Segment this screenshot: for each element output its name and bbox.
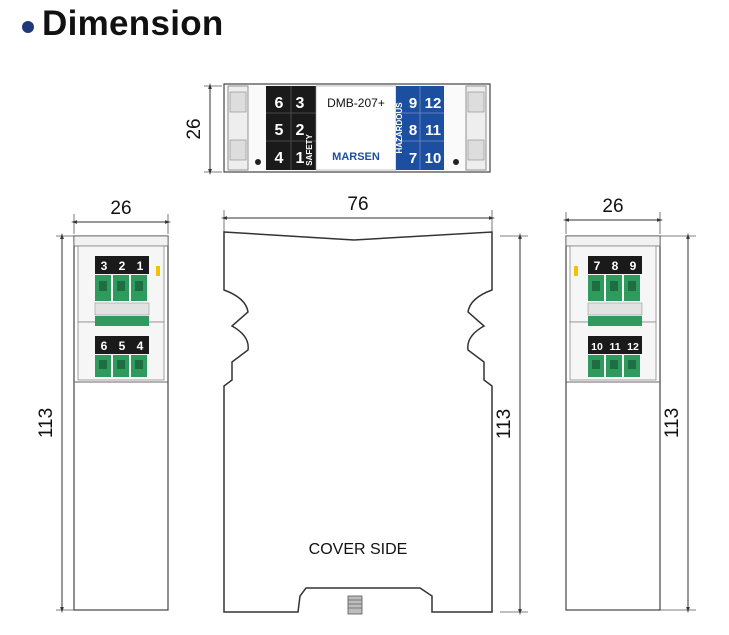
top-height-label: 26: [184, 118, 205, 139]
top-screw-left: [255, 159, 261, 165]
page-title: Dimension: [22, 2, 224, 46]
cover-outline: [223, 231, 493, 613]
hazardous-terminal-12: 12: [425, 95, 442, 112]
safety-terminal-4: 4: [275, 150, 284, 167]
hazardous-terminal-11: 11: [425, 122, 441, 139]
left-terminal-6: 6: [101, 339, 108, 353]
left-terminal-5: 5: [119, 339, 126, 353]
right-side-view: 26 113 7 8 9 10: [563, 196, 696, 613]
safety-terminal-1: 1: [296, 150, 305, 167]
left-terminal-2: 2: [119, 259, 126, 273]
top-screw-right: [453, 159, 459, 165]
title-text: Dimension: [42, 4, 224, 43]
hazardous-terminal-7: 7: [409, 150, 417, 167]
left-terminal-4: 4: [137, 339, 144, 353]
right-terminal-11: 11: [609, 341, 620, 353]
left-upper-terminals: 3 2 1: [94, 256, 150, 316]
top-view: 26 6 3 5 2 4 1 SAFETY DMB-207+ MARSEN: [184, 83, 491, 175]
safety-terminal-5: 5: [275, 122, 284, 139]
left-side-view: 26 113 3 2 1 6: [36, 198, 171, 613]
hazardous-terminal-8: 8: [409, 122, 417, 139]
left-lower-terminals: 6 5 4: [95, 316, 149, 377]
right-upper-terminals: 7 8 9: [587, 256, 643, 316]
bullet-icon: [22, 21, 34, 33]
right-terminal-9: 9: [630, 259, 637, 273]
din-clip: [347, 595, 363, 615]
left-width-label: 26: [110, 198, 131, 219]
left-terminal-1: 1: [137, 259, 144, 273]
left-height-label: 113: [36, 408, 57, 438]
brand-label: MARSEN: [332, 151, 380, 163]
left-terminal-3: 3: [101, 259, 108, 273]
safety-terminal-2: 2: [296, 122, 305, 139]
right-height-label: 113: [662, 408, 683, 438]
cover-height-label: 113: [494, 409, 515, 439]
right-terminal-7: 7: [594, 259, 601, 273]
right-terminal-8: 8: [612, 259, 619, 273]
right-width-label: 26: [602, 196, 623, 217]
top-label-panel: [315, 85, 397, 171]
right-lower-terminals: 10 11 12: [588, 316, 642, 377]
safety-terminal-3: 3: [296, 95, 305, 112]
right-led: [574, 266, 578, 276]
model-label: DMB-207+: [327, 96, 385, 110]
hazardous-terminal-9: 9: [409, 95, 417, 112]
hazardous-label: HAZARDOUS: [395, 102, 404, 154]
safety-label: SAFETY: [305, 134, 314, 166]
left-led: [156, 266, 160, 276]
right-terminal-12: 12: [627, 341, 639, 353]
hazardous-terminal-10: 10: [425, 150, 442, 167]
cover-side-view: 76 COVER SIDE 113: [221, 194, 528, 615]
cover-width-label: 76: [347, 194, 368, 215]
cover-side-label: COVER SIDE: [309, 541, 408, 558]
safety-terminal-6: 6: [275, 95, 284, 112]
right-terminal-10: 10: [591, 341, 603, 353]
